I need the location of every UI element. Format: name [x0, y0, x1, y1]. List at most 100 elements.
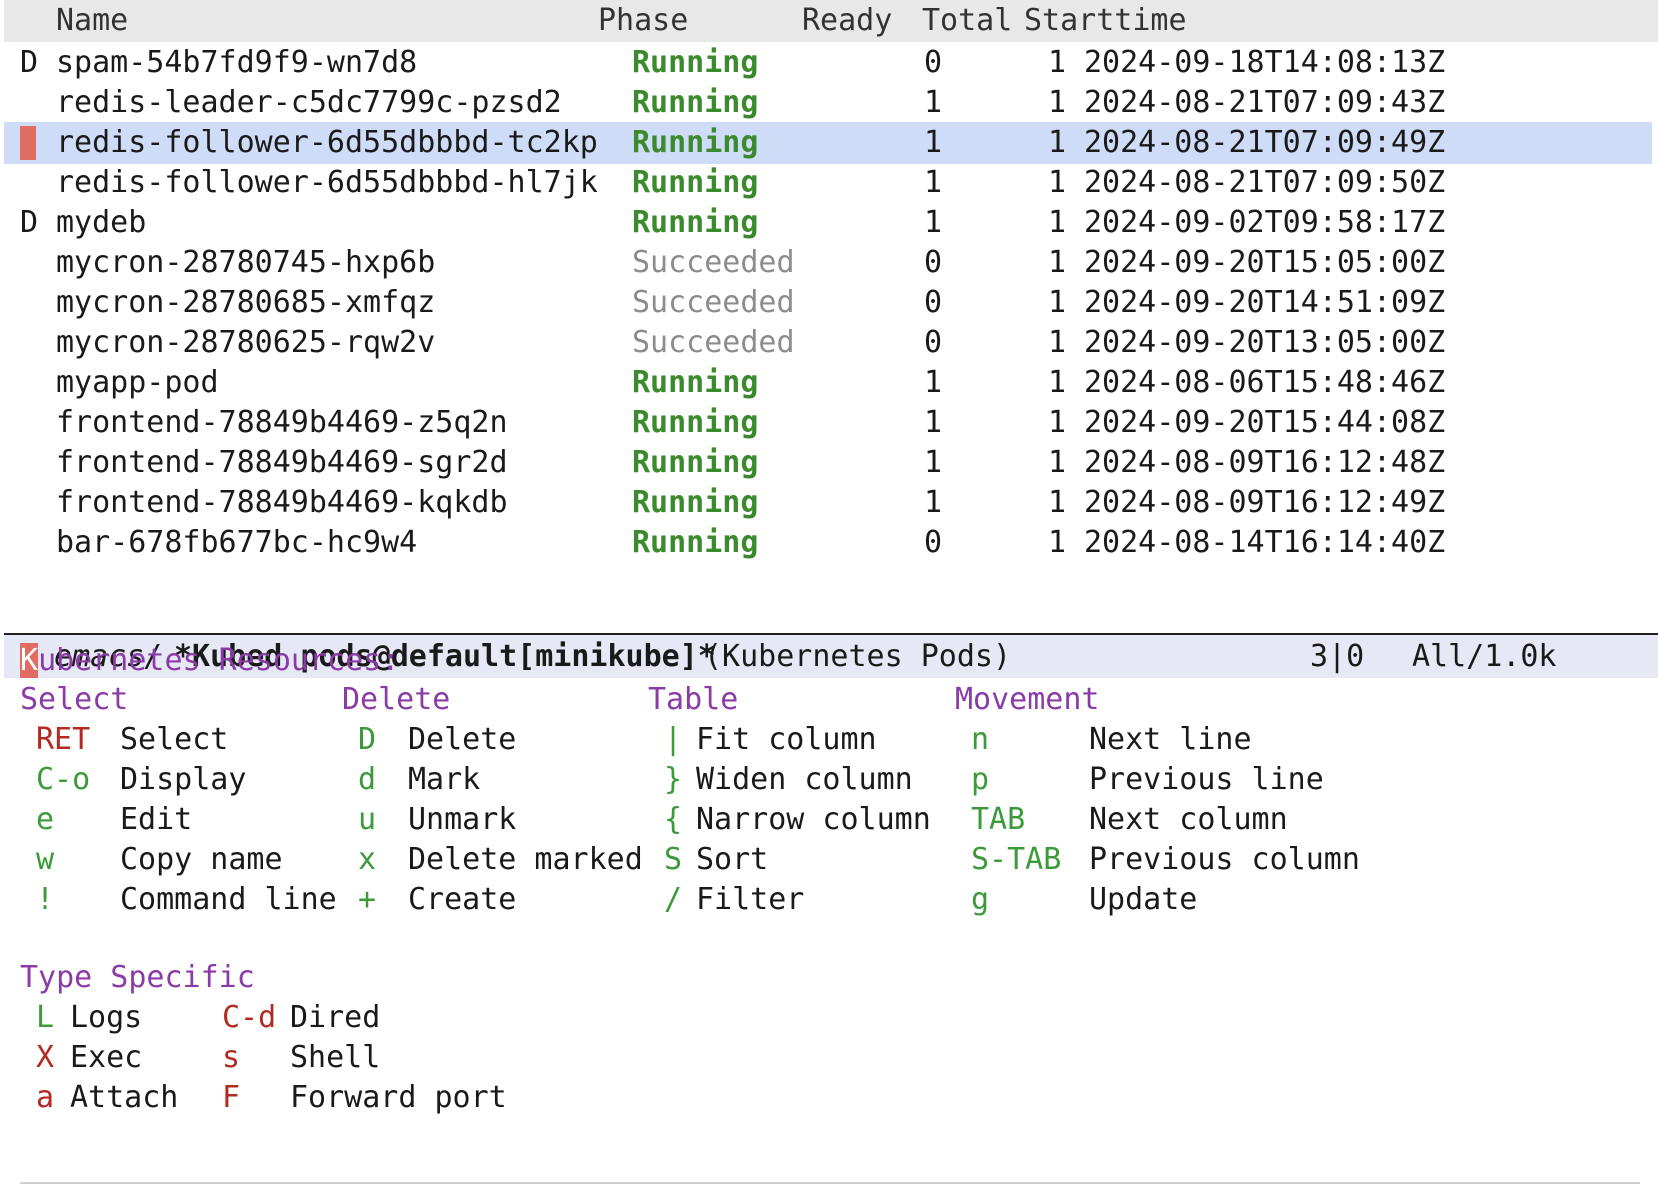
menu-key[interactable]: |: [664, 719, 682, 761]
menu-key[interactable]: +: [358, 879, 376, 921]
column-header-starttime[interactable]: Starttime: [1024, 0, 1187, 42]
pod-name: redis-follower-6d55dbbbd-hl7jk: [56, 162, 598, 204]
menu-item-label[interactable]: Previous column: [1089, 839, 1360, 881]
mode-line-position: All/1.0k: [1412, 635, 1557, 678]
menu-item-label[interactable]: Command line: [120, 879, 337, 921]
menu-item-label[interactable]: Logs: [70, 997, 142, 1039]
table-header: Name Phase Ready Total Starttime: [4, 0, 1658, 42]
menu-key[interactable]: !: [36, 879, 54, 921]
pod-ready: 0: [924, 322, 942, 364]
menu-item-label[interactable]: Next line: [1089, 719, 1252, 761]
table-row[interactable]: myapp-podRunning112024-08-06T15:48:46Z: [4, 362, 1652, 404]
menu-item-label[interactable]: Sort: [696, 839, 768, 881]
menu-item-label[interactable]: Filter: [696, 879, 804, 921]
menu-key[interactable]: L: [36, 997, 54, 1039]
menu-item-label[interactable]: Select: [120, 719, 228, 761]
menu-item-label[interactable]: Mark: [408, 759, 480, 801]
menu-item-label[interactable]: Delete marked: [408, 839, 643, 881]
menu-key[interactable]: C-o: [36, 759, 90, 801]
pod-ready: 1: [924, 202, 942, 244]
menu-key[interactable]: TAB: [971, 799, 1025, 841]
menu-key[interactable]: RET: [36, 719, 90, 761]
column-header-phase[interactable]: Phase: [598, 0, 688, 42]
menu-group-title-movement: Movement: [955, 679, 1100, 721]
menu-key[interactable]: X: [36, 1037, 54, 1079]
pod-name: mycron-28780685-xmfqz: [56, 282, 435, 324]
pod-name: myapp-pod: [56, 362, 219, 404]
pod-total: 1: [1048, 162, 1066, 204]
pod-phase: Running: [632, 362, 758, 404]
table-row[interactable]: Dspam-54b7fd9f9-wn7d8Running012024-09-18…: [4, 42, 1652, 84]
menu-key[interactable]: u: [358, 799, 376, 841]
menu-key[interactable]: D: [358, 719, 376, 761]
column-header-name[interactable]: Name: [56, 0, 128, 42]
menu-key[interactable]: n: [971, 719, 989, 761]
table-row[interactable]: frontend-78849b4469-sgr2dRunning112024-0…: [4, 442, 1652, 484]
menu-key[interactable]: x: [358, 839, 376, 881]
pod-name: frontend-78849b4469-z5q2n: [56, 402, 508, 444]
pod-total: 1: [1048, 362, 1066, 404]
menu-item-label[interactable]: Copy name: [120, 839, 283, 881]
menu-item-label[interactable]: Fit column: [696, 719, 877, 761]
pod-ready: 0: [924, 282, 942, 324]
pod-starttime: 2024-08-21T07:09:50Z: [1084, 162, 1445, 204]
menu-item-label[interactable]: Narrow column: [696, 799, 931, 841]
table-row[interactable]: redis-leader-c5dc7799c-pzsd2Running11202…: [4, 82, 1652, 124]
menu-item-label[interactable]: Edit: [120, 799, 192, 841]
menu-key[interactable]: C-d: [222, 997, 276, 1039]
column-header-ready[interactable]: Ready: [802, 0, 892, 42]
table-row[interactable]: frontend-78849b4469-z5q2nRunning112024-0…: [4, 402, 1652, 444]
menu-item-label[interactable]: Update: [1089, 879, 1197, 921]
menu-item-label[interactable]: Display: [120, 759, 246, 801]
pod-phase: Succeeded: [632, 282, 795, 324]
pod-total: 1: [1048, 322, 1066, 364]
table-row[interactable]: mycron-28780745-hxp6bSucceeded012024-09-…: [4, 242, 1652, 284]
table-row[interactable]: redis-follower-6d55dbbbd-hl7jkRunning112…: [4, 162, 1652, 204]
menu-key[interactable]: w: [36, 839, 54, 881]
pod-starttime: 2024-09-02T09:58:17Z: [1084, 202, 1445, 244]
menu-item-label[interactable]: Delete: [408, 719, 516, 761]
pod-ready: 1: [924, 362, 942, 404]
menu-key[interactable]: p: [971, 759, 989, 801]
menu-item-label[interactable]: Next column: [1089, 799, 1288, 841]
mode-line-major-mode[interactable]: (Kubernetes Pods): [704, 635, 1011, 678]
row-mark: D: [20, 202, 38, 244]
menu-key[interactable]: s: [222, 1037, 240, 1079]
menu-group-title-delete: Delete: [342, 679, 450, 721]
menu-item-label[interactable]: Exec: [70, 1037, 142, 1079]
menu-item-label[interactable]: Previous line: [1089, 759, 1324, 801]
column-header-total[interactable]: Total: [922, 0, 1012, 42]
table-row[interactable]: DmydebRunning112024-09-02T09:58:17Z: [4, 202, 1652, 244]
menu-key[interactable]: a: [36, 1077, 54, 1119]
pod-ready: 0: [924, 522, 942, 564]
menu-item-label[interactable]: Dired: [290, 997, 380, 1039]
menu-item-label[interactable]: Shell: [290, 1037, 380, 1079]
menu-key[interactable]: /: [664, 879, 682, 921]
pod-total: 1: [1048, 402, 1066, 444]
menu-key[interactable]: {: [664, 799, 682, 841]
menu-item-label[interactable]: Create: [408, 879, 516, 921]
menu-key[interactable]: d: [358, 759, 376, 801]
table-row[interactable]: mycron-28780685-xmfqzSucceeded012024-09-…: [4, 282, 1652, 324]
menu-key[interactable]: S: [664, 839, 682, 881]
menu-key[interactable]: }: [664, 759, 682, 801]
menu-item-label[interactable]: Attach: [70, 1077, 178, 1119]
menu-key[interactable]: g: [971, 879, 989, 921]
menu-key[interactable]: F: [222, 1077, 240, 1119]
pod-starttime: 2024-08-21T07:09:43Z: [1084, 82, 1445, 124]
pod-total: 1: [1048, 42, 1066, 84]
menu-group-title-table: Table: [648, 679, 738, 721]
table-row[interactable]: frontend-78849b4469-kqkdbRunning112024-0…: [4, 482, 1652, 524]
menu-key[interactable]: e: [36, 799, 54, 841]
table-row[interactable]: mycron-28780625-rqw2vSucceeded012024-09-…: [4, 322, 1652, 364]
table-row[interactable]: redis-follower-6d55dbbbd-tc2kpRunning112…: [4, 122, 1652, 164]
menu-item-label[interactable]: Unmark: [408, 799, 516, 841]
menu-item-label[interactable]: Widen column: [696, 759, 913, 801]
text-cursor: K: [20, 643, 38, 678]
table-row[interactable]: bar-678fb677bc-hc9w4Running012024-08-14T…: [4, 522, 1652, 564]
pod-name: frontend-78849b4469-sgr2d: [56, 442, 508, 484]
pod-phase: Running: [632, 122, 758, 164]
pod-ready: 1: [924, 82, 942, 124]
menu-item-label[interactable]: Forward port: [290, 1077, 507, 1119]
menu-key[interactable]: S-TAB: [971, 839, 1061, 881]
